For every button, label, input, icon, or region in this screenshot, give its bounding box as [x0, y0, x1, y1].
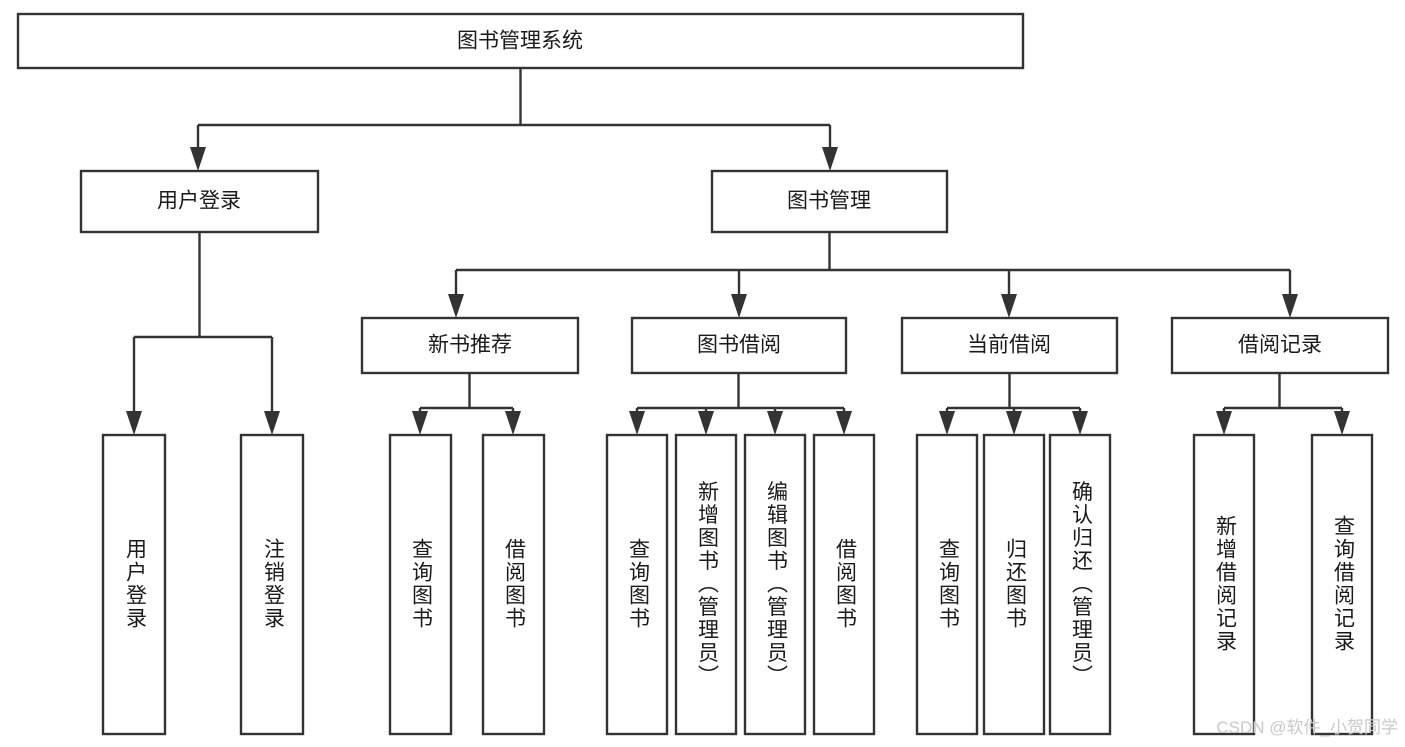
- arrow-to-leaf-borrow-book-2: [836, 411, 852, 435]
- connector-book-borrow-to-leaves: [635, 373, 846, 419]
- node-root-label: 图书管理系统: [457, 30, 583, 53]
- node-leaf-query-record-label: 查询借阅记录: [1331, 515, 1355, 653]
- node-new-book-recommend-box[interactable]: [360, 316, 580, 375]
- node-leaf-user-logout-label: 注销登录: [261, 538, 285, 630]
- node-leaf-borrow-book-1-label: 借阅图书: [502, 538, 526, 630]
- connector-group-current-borrow: [939, 373, 1088, 435]
- node-leaf-return-book[interactable]: 归还图书: [982, 433, 1046, 736]
- connector-group-new-book-recommend: [412, 373, 521, 435]
- node-leaf-confirm-return-label: 确认归还（管理员）: [1069, 481, 1093, 688]
- connector-borrow-record-to-leaves: [1222, 373, 1344, 419]
- connector-group-user-login: [126, 232, 280, 435]
- arrow-to-leaf-confirm-return: [1072, 411, 1088, 435]
- node-leaf-add-record-box[interactable]: [1192, 433, 1256, 736]
- node-current-borrow-box[interactable]: [900, 316, 1119, 375]
- node-borrow-record[interactable]: 借阅记录: [1170, 316, 1390, 375]
- arrow-to-current-borrow: [1001, 294, 1017, 318]
- node-book-borrow-box[interactable]: [630, 316, 848, 375]
- arrow-to-leaf-user-login: [126, 411, 142, 435]
- node-new-book-recommend[interactable]: 新书推荐: [360, 316, 580, 375]
- node-leaf-query-book-1-box[interactable]: [388, 433, 453, 736]
- node-user-login-box[interactable]: [79, 169, 320, 234]
- node-book-management-box[interactable]: [710, 169, 949, 234]
- node-leaf-user-login[interactable]: 用户登录: [101, 433, 167, 736]
- node-leaf-query-book-3[interactable]: 查询图书: [915, 433, 979, 736]
- node-current-borrow-label: 当前借阅: [967, 334, 1051, 357]
- arrow-to-leaf-query-book-2: [629, 411, 645, 435]
- node-leaf-borrow-book-2[interactable]: 借阅图书: [812, 433, 876, 736]
- node-leaf-query-book-2-label: 查询图书: [626, 538, 650, 630]
- arrow-to-leaf-borrow-book-1: [505, 411, 521, 435]
- node-user-login[interactable]: 用户登录: [79, 169, 320, 234]
- node-leaf-query-book-3-label: 查询图书: [936, 538, 960, 630]
- arrow-to-book-management: [822, 147, 838, 171]
- node-leaf-edit-book-label: 编辑图书（管理员）: [764, 481, 788, 688]
- arrow-to-leaf-query-record: [1334, 411, 1350, 435]
- arrow-to-leaf-add-record: [1216, 411, 1232, 435]
- node-leaf-query-book-1[interactable]: 查询图书: [388, 433, 453, 736]
- node-leaf-query-book-1-label: 查询图书: [409, 538, 433, 630]
- node-book-management-label: 图书管理: [787, 190, 871, 213]
- node-leaf-add-book-box[interactable]: [674, 433, 738, 736]
- node-leaf-add-record-label: 新增借阅记录: [1213, 515, 1237, 653]
- arrow-to-leaf-query-book-3: [939, 411, 955, 435]
- arrow-to-new-book-recommend: [448, 294, 464, 318]
- node-book-borrow[interactable]: 图书借阅: [630, 316, 848, 375]
- node-leaf-borrow-book-1-box[interactable]: [481, 433, 546, 736]
- connector-group-root: [190, 68, 838, 171]
- node-leaf-query-record[interactable]: 查询借阅记录: [1310, 433, 1374, 736]
- connector-root-to-level2: [196, 68, 832, 155]
- arrow-to-user-login: [190, 147, 206, 171]
- node-leaf-add-record[interactable]: 新增借阅记录: [1192, 433, 1256, 736]
- node-leaf-borrow-book-2-box[interactable]: [812, 433, 876, 736]
- node-root-box[interactable]: [16, 12, 1025, 70]
- node-leaf-borrow-book-1[interactable]: 借阅图书: [481, 433, 546, 736]
- node-leaf-user-logout-box[interactable]: [239, 433, 305, 736]
- arrow-to-leaf-query-book-1: [412, 411, 428, 435]
- node-leaf-borrow-book-2-label: 借阅图书: [833, 538, 857, 630]
- connector-new-book-recommend-to-leaves: [418, 373, 515, 419]
- node-leaf-query-record-box[interactable]: [1310, 433, 1374, 736]
- node-leaf-query-book-2-box[interactable]: [605, 433, 669, 736]
- node-leaf-confirm-return[interactable]: 确认归还（管理员）: [1048, 433, 1112, 736]
- node-root[interactable]: 图书管理系统: [16, 12, 1025, 70]
- node-leaf-user-login-box[interactable]: [101, 433, 167, 736]
- connector-group-borrow-record: [1216, 373, 1350, 435]
- arrow-to-borrow-record: [1282, 294, 1298, 318]
- node-leaf-add-book-label: 新增图书（管理员）: [695, 481, 719, 688]
- node-leaf-query-book-2[interactable]: 查询图书: [605, 433, 669, 736]
- node-borrow-record-label: 借阅记录: [1238, 334, 1322, 357]
- node-leaf-user-login-label: 用户登录: [123, 538, 147, 630]
- node-leaf-query-book-3-box[interactable]: [915, 433, 979, 736]
- arrow-to-leaf-user-logout: [264, 411, 280, 435]
- watermark-label: CSDN @软件_小贺同学: [1216, 718, 1398, 737]
- node-leaf-edit-book[interactable]: 编辑图书（管理员）: [743, 433, 807, 736]
- node-new-book-recommend-label: 新书推荐: [428, 334, 512, 357]
- node-borrow-record-box[interactable]: [1170, 316, 1390, 375]
- node-leaf-confirm-return-box[interactable]: [1048, 433, 1112, 736]
- node-leaf-return-book-label: 归还图书: [1003, 538, 1027, 630]
- arrow-to-book-borrow: [731, 294, 747, 318]
- connector-group-book-borrow: [629, 373, 852, 435]
- node-book-borrow-label: 图书借阅: [697, 334, 781, 357]
- node-leaf-return-book-box[interactable]: [982, 433, 1046, 736]
- node-leaf-edit-book-box[interactable]: [743, 433, 807, 736]
- node-book-management[interactable]: 图书管理: [710, 169, 949, 234]
- arrow-to-leaf-return-book: [1006, 411, 1022, 435]
- connector-book-management-to-level3: [454, 232, 1292, 302]
- node-leaf-add-book[interactable]: 新增图书（管理员）: [674, 433, 738, 736]
- node-user-login-label: 用户登录: [157, 190, 241, 213]
- connector-user-login-to-leaves: [132, 232, 274, 419]
- connector-group-book-management: [448, 232, 1298, 318]
- node-current-borrow[interactable]: 当前借阅: [900, 316, 1119, 375]
- node-leaf-user-logout[interactable]: 注销登录: [239, 433, 305, 736]
- arrow-to-leaf-add-book: [698, 411, 714, 435]
- arrow-to-leaf-edit-book: [767, 411, 783, 435]
